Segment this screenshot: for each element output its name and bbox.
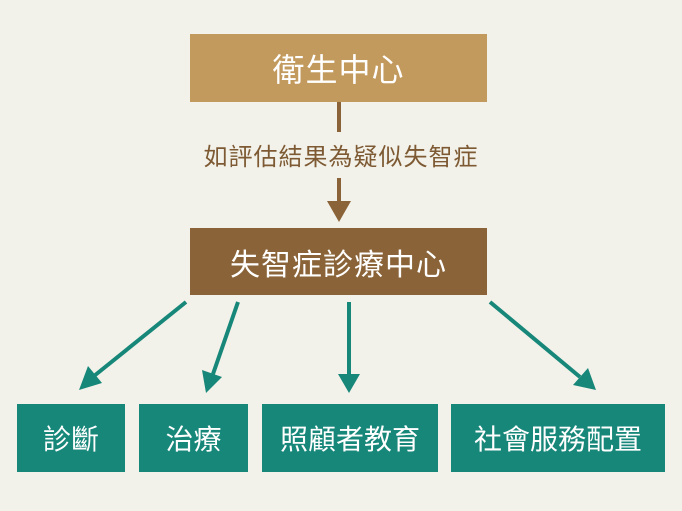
arrow-to-diagnosis-line bbox=[92, 300, 188, 378]
service-box-diagnosis: 診斷 bbox=[17, 404, 125, 472]
condition-label: 如評估結果為疑似失智症 bbox=[203, 143, 479, 171]
arrow-to-treatment-head bbox=[202, 370, 222, 393]
service-box-caregiver-education: 照顧者教育 bbox=[262, 404, 438, 472]
health-center-box: 衛生中心 bbox=[190, 34, 487, 102]
arrow-to-social-head bbox=[573, 368, 596, 390]
dementia-center-box: 失智症診療中心 bbox=[190, 228, 487, 295]
arrowhead-to-dementia-center bbox=[327, 201, 351, 222]
arrow-to-diagnosis-head bbox=[79, 366, 102, 390]
dementia-center-label: 失智症診療中心 bbox=[230, 247, 447, 283]
service-box-treatment: 治療 bbox=[139, 404, 248, 472]
arrow-to-treatment-line bbox=[211, 301, 240, 375]
arrow-to-social-line bbox=[488, 300, 582, 379]
service-label: 診斷 bbox=[42, 423, 99, 456]
service-label: 治療 bbox=[165, 423, 222, 456]
service-box-social-services: 社會服務配置 bbox=[451, 404, 665, 472]
arrow-to-caregiver-head bbox=[338, 374, 360, 393]
service-label: 照顧者教育 bbox=[279, 423, 420, 456]
service-label: 社會服務配置 bbox=[473, 423, 642, 456]
health-center-label: 衛生中心 bbox=[272, 51, 405, 89]
